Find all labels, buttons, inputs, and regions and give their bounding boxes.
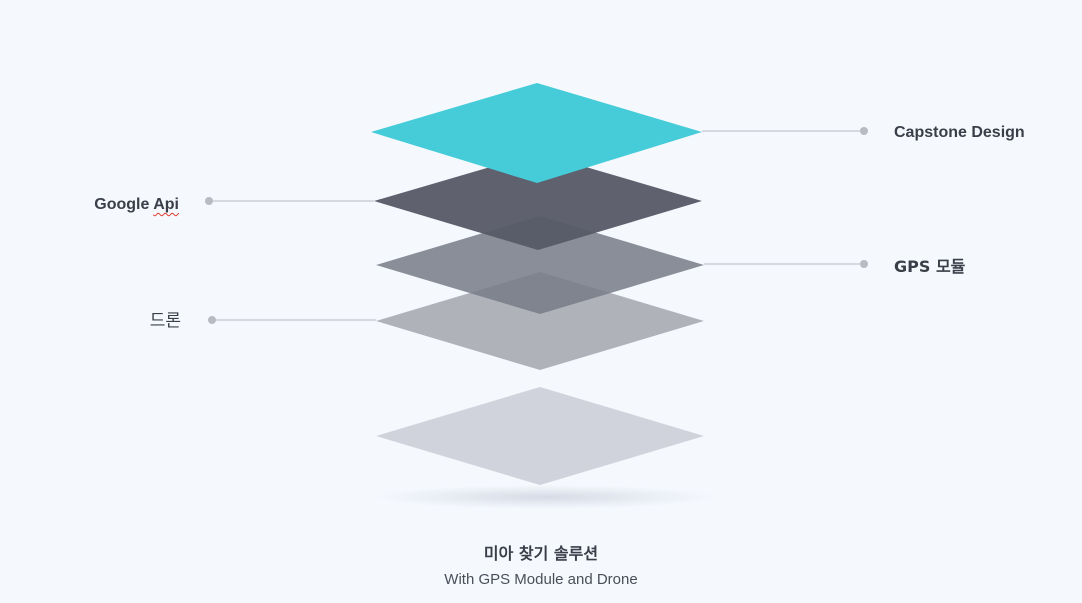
floor-shadow [375,485,715,509]
fourth-layer [376,272,704,370]
caption-subtitle: With GPS Module and Drone [444,571,638,588]
connector-dot-capstone [860,127,868,135]
caption-title: 미아 찾기 솔루션 [483,544,599,563]
label-google-prefix: Google [94,196,154,213]
connector-dot-drone [208,316,216,324]
label-gps-module: GPS 모듈 [894,257,966,276]
label-drone: 드론 [149,311,181,331]
label-google-api-word: Api [153,196,179,213]
connector-dot-google [205,197,213,205]
third-layer [376,216,704,314]
base-layer [376,387,704,485]
label-capstone-design: Capstone Design [894,124,1025,141]
connector-dot-gps [860,260,868,268]
second-layer [374,153,702,250]
top-layer [371,83,702,183]
label-google-api: Google Api [94,195,179,215]
